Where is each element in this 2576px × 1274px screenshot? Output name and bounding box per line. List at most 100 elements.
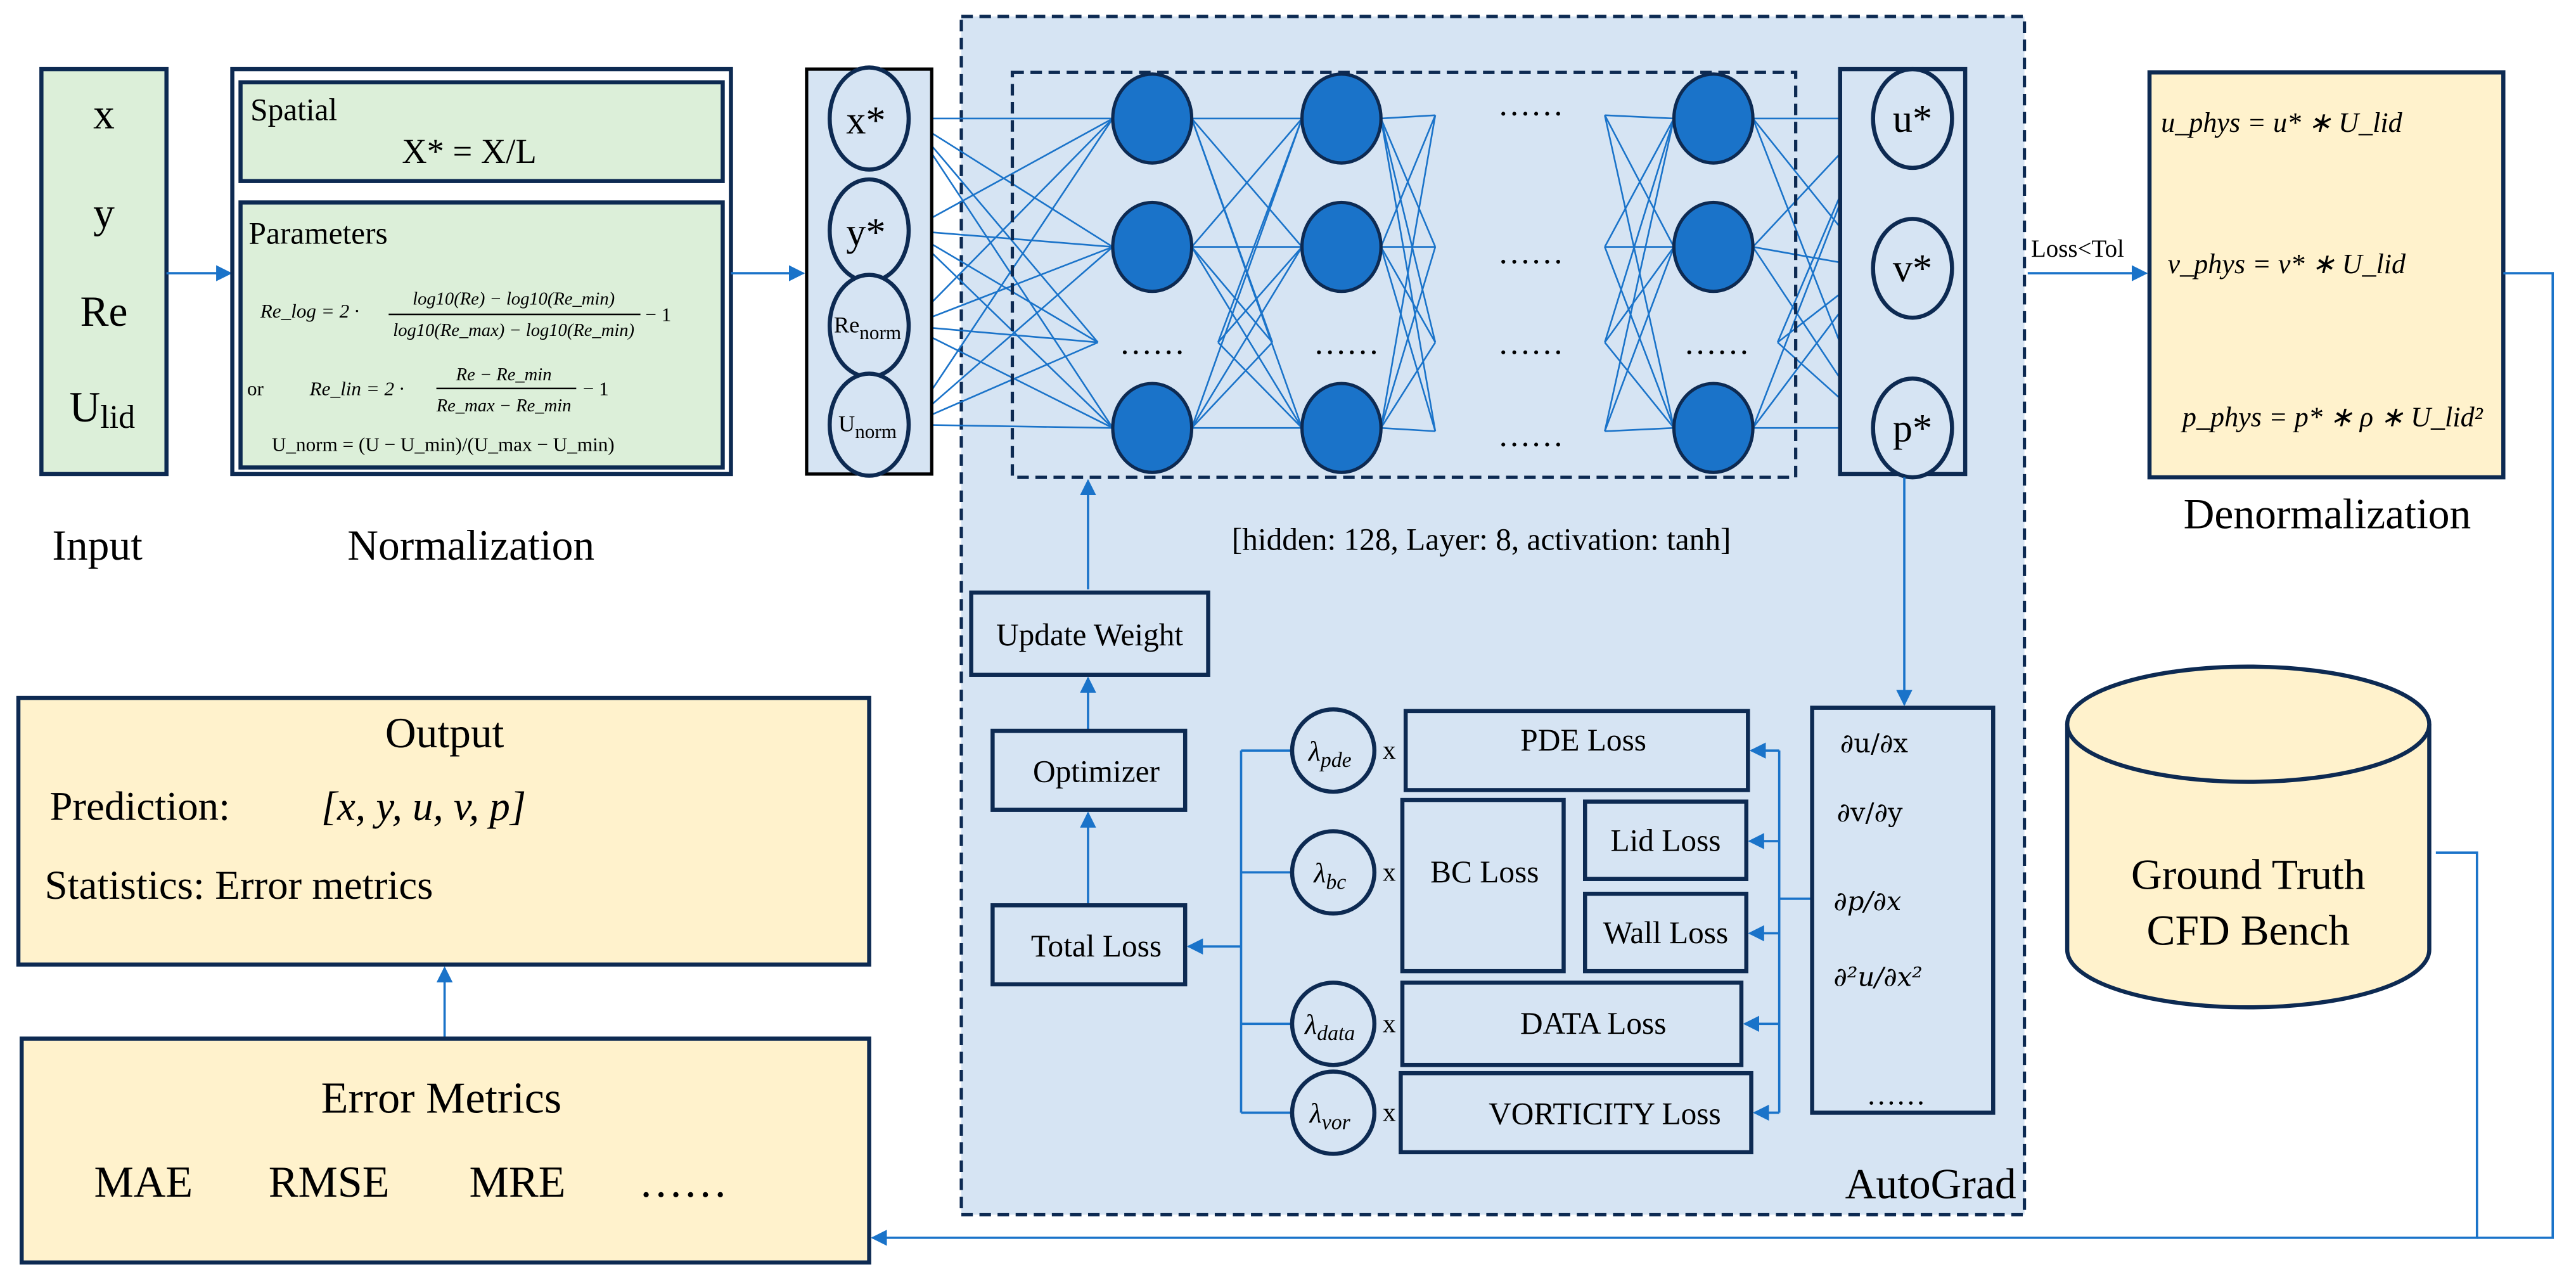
input-nodes: x* y* Renorm Unorm [828, 65, 911, 478]
re-lin-den: Re_max − Re_min [436, 396, 572, 416]
hidden-neuron [1111, 72, 1194, 165]
metric-mae: MAE [94, 1158, 193, 1207]
network-edge [1191, 246, 1303, 428]
denormalization-box [2147, 70, 2506, 480]
hidden-neuron [1672, 72, 1755, 165]
output-box [16, 695, 871, 967]
re-log-den: log10(Re_max) − log10(Re_min) [393, 321, 634, 340]
network-edge [1604, 342, 1675, 429]
total-loss-label: Total Loss [1031, 929, 1162, 963]
total-loss-box [990, 903, 1188, 987]
input-node-x: x* [846, 98, 885, 142]
hidden-layers-box [1010, 70, 1798, 479]
vorticity-loss-box [1399, 1071, 1753, 1155]
network-edge [1381, 427, 1436, 432]
loss-tol-condition: Loss<Tol [2031, 235, 2124, 262]
output-node-v: v* [1893, 247, 1932, 290]
optimizer-label: Optimizer [1033, 754, 1160, 789]
autograd-label: AutoGrad [1845, 1161, 2016, 1208]
denormalization-label: Denormalization [2184, 491, 2471, 538]
update-weight-label: Update Weight [996, 617, 1183, 652]
network-edge [1380, 115, 1437, 428]
network-edge [1191, 118, 1303, 428]
spatial-formula: X* = X/L [402, 132, 536, 171]
data-loss-label: DATA Loss [1520, 1006, 1666, 1041]
parameters-title: Parameters [249, 216, 388, 250]
bc-loss-label: BC Loss [1430, 854, 1539, 889]
hidden-neuron [1300, 382, 1383, 474]
wall-loss-box [1582, 891, 1748, 974]
network-edge [1604, 118, 1675, 343]
layer-ellipsis: …… [1498, 325, 1564, 361]
input-var-y: y [93, 189, 115, 236]
hidden-neuron [1672, 382, 1755, 474]
network-edge [1604, 118, 1675, 248]
re-lin-tail: − 1 [583, 377, 609, 399]
lambda-bc: λbc [1312, 858, 1346, 894]
update-weight-box [969, 590, 1210, 677]
input-box: x y Re Ulid [39, 67, 169, 477]
spatial-title: Spatial [250, 93, 337, 127]
hidden-neuron [1111, 200, 1194, 293]
layer-ellipsis: …… [1498, 235, 1564, 271]
v-phys-formula: v_phys = v* ∗ U_lid [2168, 248, 2406, 280]
network-edge [1380, 247, 1437, 428]
network-edge [1217, 342, 1303, 429]
network-edge [1191, 246, 1273, 343]
metric-ellipsis: …… [639, 1158, 727, 1207]
network-edge [1191, 118, 1274, 343]
derivative-dp-dx: ∂p/∂x [1833, 885, 1901, 917]
derivative-d2u-dx2: ∂²u/∂x² [1833, 962, 1922, 993]
derivative-dv-dy: ∂v/∂y [1837, 797, 1903, 828]
data-loss-box [1400, 981, 1744, 1067]
network-edge [908, 229, 1099, 344]
network-edge [908, 423, 1113, 429]
pde-loss-box [1403, 709, 1750, 792]
network-connections [907, 114, 1874, 432]
lid-loss-box [1582, 799, 1748, 881]
layer-ellipsis: …… [1314, 325, 1380, 361]
network-edge [1381, 114, 1436, 120]
or-label: or [247, 377, 264, 399]
wall-loss-label: Wall Loss [1603, 915, 1728, 950]
network-config: [hidden: 128, Layer: 8, activation: tanh… [1232, 522, 1731, 557]
network-edge [1605, 427, 1674, 432]
output-node-u: u* [1893, 97, 1932, 141]
layer-ellipsis: …… [1498, 418, 1564, 454]
hidden-neuron [1111, 382, 1194, 474]
layer-ellipsis: …… [1119, 325, 1185, 361]
network-edge [1217, 246, 1303, 344]
parameters-box [238, 200, 725, 470]
hidden-neuron [1300, 72, 1383, 165]
hidden-nodes: …………………………………… [1111, 72, 1755, 474]
network-edge [1380, 246, 1437, 343]
input-node-y: y* [846, 210, 885, 254]
vorticity-loss-label: VORTICITY Loss [1489, 1097, 1721, 1131]
times-sign-bc: x [1383, 857, 1396, 886]
re-log-tail: − 1 [645, 303, 671, 325]
network-edge [1604, 118, 1675, 432]
network-edge [1217, 118, 1303, 343]
network-edge [908, 341, 1099, 426]
hidden-neuron [1300, 200, 1383, 293]
statistics-text: Statistics: Error metrics [45, 863, 433, 908]
p-phys-formula: p_phys = p* ∗ ρ ∗ U_lid² [2181, 402, 2483, 433]
network-edge [1380, 115, 1437, 248]
times-sign-data: x [1383, 1008, 1396, 1038]
lambda-weights: λpde λbc λdata λvor x x x x [1290, 707, 1396, 1156]
network-edge [1604, 246, 1675, 343]
network-edge [1380, 342, 1437, 428]
pde-loss-label: PDE Loss [1520, 723, 1646, 757]
ground-truth-line2: CFD Bench [2146, 907, 2350, 955]
normalization-label: Normalization [347, 522, 594, 569]
prediction-value: [x, y, u, v, p] [321, 783, 526, 829]
error-metrics-box [19, 1036, 871, 1265]
ground-truth-line1: Ground Truth [2131, 851, 2365, 898]
network-edge [1380, 118, 1437, 343]
lid-loss-label: Lid Loss [1610, 823, 1721, 858]
times-sign-pde: x [1383, 735, 1396, 764]
re-lin-lhs: Re_lin = 2 · [309, 377, 404, 399]
ground-truth-database: Ground Truth CFD Bench [2065, 664, 2432, 1010]
input-var-re: Re [80, 288, 128, 335]
